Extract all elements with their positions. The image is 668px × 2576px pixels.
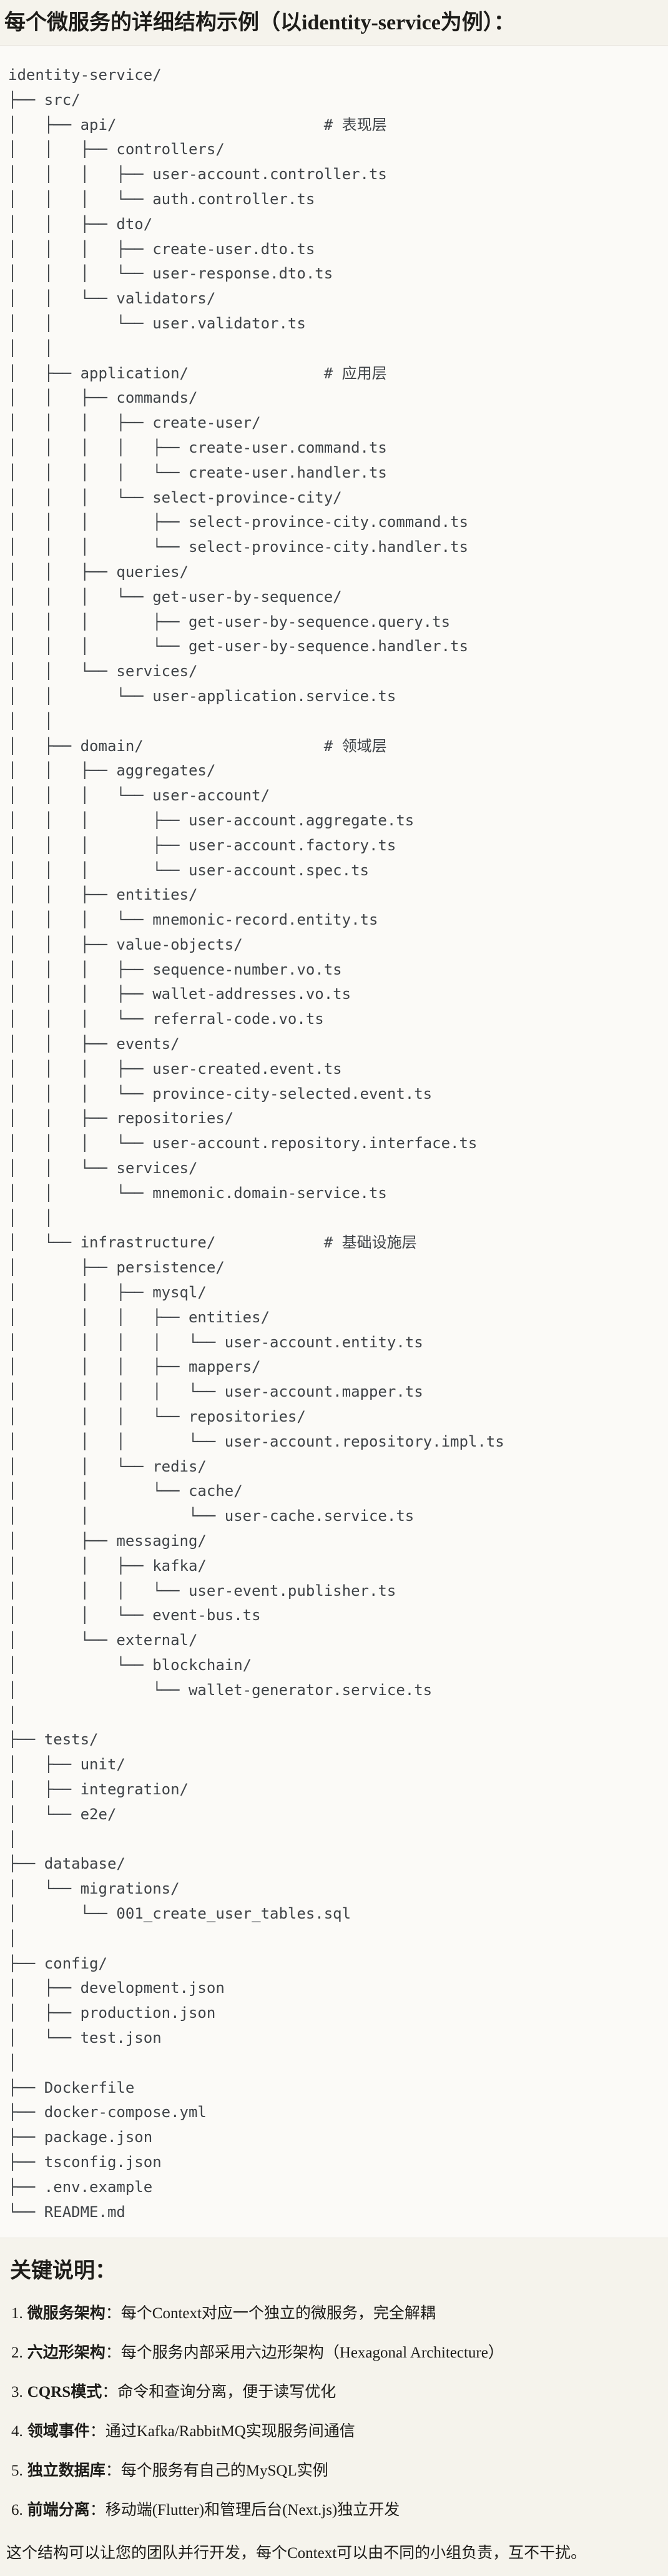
note-number: 1.	[11, 2305, 23, 2323]
closing-paragraph: 这个结构可以让您的团队并行开发，每个Context可以由不同的小组负责，互不干扰…	[6, 2545, 587, 2562]
note-text: ：每个服务内部采用六边形架构（Hexagonal Architecture）	[105, 2344, 504, 2362]
note-number: 5.	[11, 2462, 23, 2480]
note-text: ：命令和查询分离，便于读写优化	[102, 2384, 336, 2401]
notes-heading: 关键说明：	[10, 2259, 116, 2283]
page-title: 每个微服务的详细结构示例（以identity-service为例）：	[4, 11, 515, 34]
note-item: 2.六边形架构：每个服务内部采用六边形架构（Hexagonal Architec…	[5, 2342, 663, 2363]
note-label: 微服务架构	[27, 2305, 106, 2323]
note-label: 领域事件	[27, 2423, 90, 2441]
note-item: 5.独立数据库：每个服务有自己的MySQL实例	[5, 2460, 663, 2481]
note-text: ：通过Kafka/RabbitMQ实现服务间通信	[89, 2423, 355, 2441]
note-label: 六边形架构	[27, 2344, 106, 2362]
directory-tree: identity-service/ ├── src/ │ ├── api/ # …	[8, 66, 504, 2221]
note-item: 4.领域事件：通过Kafka/RabbitMQ实现服务间通信	[5, 2421, 663, 2442]
note-label: 前端分离	[27, 2502, 90, 2519]
directory-tree-block: identity-service/ ├── src/ │ ├── api/ # …	[0, 45, 668, 2239]
note-number: 3.	[11, 2384, 23, 2401]
note-number: 4.	[11, 2423, 23, 2441]
note-text: ：每个Context对应一个独立的微服务，完全解耦	[105, 2305, 436, 2323]
note-item: 3.CQRS模式：命令和查询分离，便于读写优化	[5, 2382, 663, 2402]
note-number: 2.	[11, 2344, 23, 2362]
note-text: ：每个服务有自己的MySQL实例	[105, 2462, 328, 2480]
note-label: 独立数据库	[27, 2462, 106, 2480]
note-item: 1.微服务架构：每个Context对应一个独立的微服务，完全解耦	[5, 2303, 663, 2324]
note-text: ：移动端(Flutter)和管理后台(Next.js)独立开发	[89, 2502, 400, 2519]
note-label: CQRS模式	[27, 2384, 102, 2401]
note-number: 6.	[11, 2502, 23, 2519]
note-item: 6.前端分离：移动端(Flutter)和管理后台(Next.js)独立开发	[5, 2500, 663, 2520]
notes-section: 关键说明： 1.微服务架构：每个Context对应一个独立的微服务，完全解耦 2.…	[0, 2238, 668, 2576]
